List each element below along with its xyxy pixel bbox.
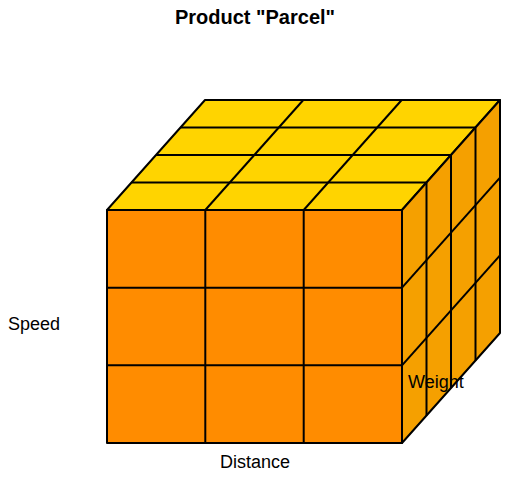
axis-label: Speed [8,314,60,335]
front-face [107,210,402,443]
diagram-title: Product "Parcel" [175,6,335,29]
axis-label: Distance [220,452,290,473]
right-face [402,100,500,443]
axis-label: Weight [408,372,464,393]
